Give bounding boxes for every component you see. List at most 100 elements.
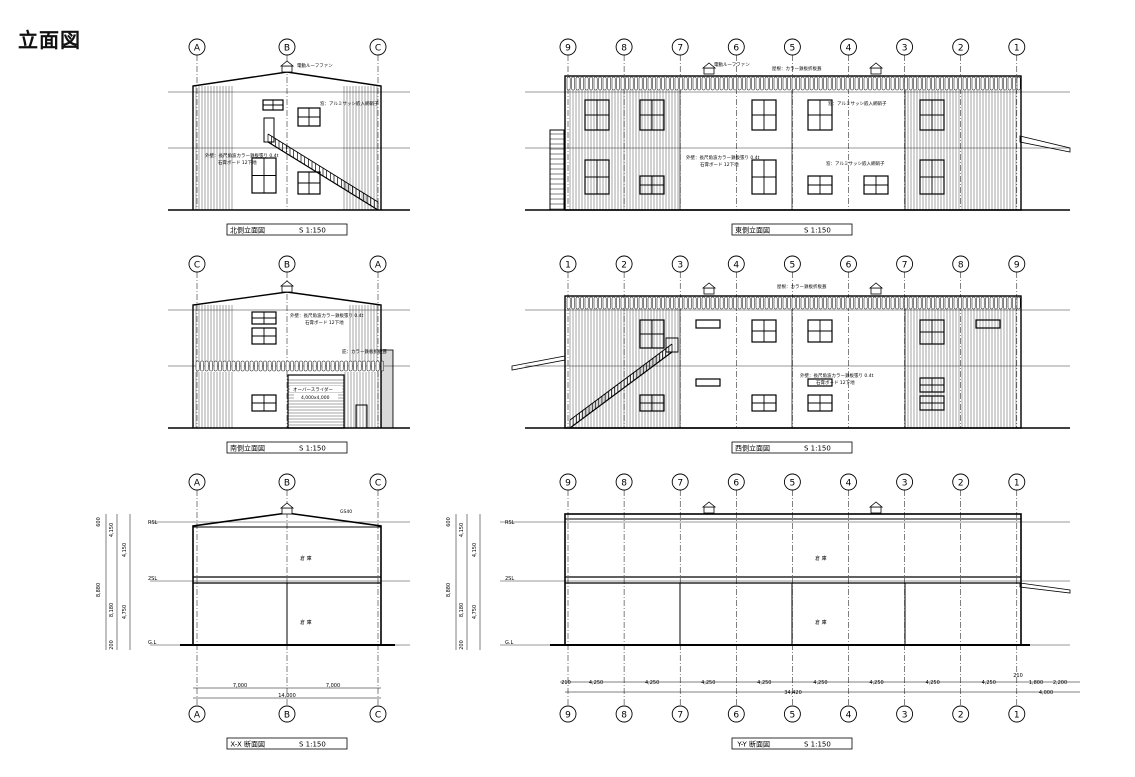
eave-rib bbox=[827, 76, 832, 91]
eave-rib bbox=[998, 296, 1003, 310]
grid-bubble-circle bbox=[369, 705, 387, 723]
canopy-rib bbox=[348, 360, 353, 372]
window bbox=[297, 171, 321, 195]
grid-bubble-9: 9 bbox=[1008, 255, 1026, 428]
panel-title: X-X 断面図 bbox=[230, 740, 265, 749]
eave-rib bbox=[755, 76, 760, 91]
eave-rib bbox=[886, 296, 890, 310]
grid-bubble-label: A bbox=[375, 261, 382, 271]
grid-bubble-label: C bbox=[375, 711, 381, 721]
roof-fan-icon bbox=[868, 501, 884, 514]
eave-rib bbox=[656, 76, 661, 91]
roof-fan-icon bbox=[279, 502, 295, 515]
eave-rib bbox=[715, 296, 719, 310]
exterior-stair bbox=[267, 133, 379, 211]
eave-rib bbox=[715, 76, 719, 91]
grid-bubble-label: 1 bbox=[565, 261, 571, 271]
grid-bubble-label: 8 bbox=[621, 44, 627, 54]
upper-door bbox=[263, 117, 275, 143]
grid-bubble-circle bbox=[559, 705, 577, 723]
eave-rib bbox=[742, 296, 746, 310]
window-frame bbox=[975, 319, 1001, 329]
grid-bubble-label: 2 bbox=[958, 711, 964, 721]
eave-rib bbox=[922, 296, 926, 310]
eave-rib bbox=[656, 296, 661, 310]
eave-rib bbox=[1007, 296, 1012, 310]
note-text: 庇：カラー鉄板折板葺 bbox=[342, 348, 387, 355]
eave-rib bbox=[868, 76, 872, 91]
eave-rib bbox=[701, 76, 706, 91]
eave-rib bbox=[904, 296, 908, 310]
eave-rib bbox=[634, 76, 638, 91]
canopy-rib bbox=[272, 360, 276, 372]
dimension-text: 4,250 bbox=[813, 680, 827, 686]
eave-rib bbox=[832, 76, 836, 91]
window-frame bbox=[695, 378, 721, 387]
eave-rib bbox=[679, 76, 683, 91]
eave-rib bbox=[679, 296, 683, 310]
window bbox=[919, 319, 945, 345]
eave-rib bbox=[913, 76, 917, 91]
canopy-rib bbox=[218, 360, 222, 372]
eave-rib bbox=[625, 76, 629, 91]
grid-bubble-label: 6 bbox=[733, 711, 739, 721]
eave-rib bbox=[661, 76, 665, 91]
eave-rib bbox=[886, 76, 890, 91]
roof-eave-corrugation bbox=[566, 76, 1021, 91]
window bbox=[639, 99, 665, 131]
grid-bubble-label: 4 bbox=[846, 44, 852, 54]
window bbox=[584, 159, 610, 195]
eave-rib bbox=[895, 296, 899, 310]
eave-rib bbox=[985, 76, 989, 91]
eave-rib bbox=[845, 296, 850, 310]
roof-fan-body bbox=[870, 287, 882, 295]
roof-fan-body bbox=[703, 67, 715, 75]
grid-bubble-label: 1 bbox=[1014, 44, 1020, 54]
eave-rib bbox=[836, 296, 841, 310]
wall-corrugation bbox=[904, 309, 1017, 428]
eave-rib bbox=[746, 296, 751, 310]
eave-rib bbox=[625, 296, 629, 310]
dimension-text: 4,150 bbox=[109, 523, 115, 537]
grid-bubble-4: 4 bbox=[840, 38, 857, 210]
eave-rib bbox=[1003, 296, 1007, 310]
level-label: RSL bbox=[148, 520, 158, 526]
note-text: 外壁：長尺角波カラー鉄板張り 0.4t bbox=[800, 372, 874, 379]
note-text: 石膏ボード 12下地 bbox=[700, 161, 739, 168]
note-text: 石膏ボード 12下地 bbox=[218, 159, 257, 166]
eave-rib bbox=[580, 76, 584, 91]
dimension-text: 7,000 bbox=[326, 683, 340, 689]
grid-bubble-5: 5 bbox=[783, 255, 801, 428]
canopy-rib bbox=[209, 360, 213, 372]
window-frame bbox=[695, 319, 721, 329]
eave-rib bbox=[1003, 76, 1007, 91]
eave-rib bbox=[800, 76, 805, 91]
grid-bubble-label: B bbox=[284, 479, 290, 489]
canopy-rib bbox=[227, 360, 231, 372]
eave-rib bbox=[593, 296, 598, 310]
window bbox=[639, 394, 665, 412]
panel-scale: S 1:150 bbox=[804, 445, 831, 453]
eave-rib bbox=[683, 296, 688, 310]
grid-bubble-label: 3 bbox=[677, 261, 683, 271]
grid-bubble-label: 5 bbox=[790, 44, 796, 54]
eave-rib bbox=[733, 76, 737, 91]
note-text: オーバースライダー bbox=[293, 386, 334, 393]
eave-rib bbox=[737, 76, 742, 91]
grid-bubble-circle bbox=[671, 705, 689, 723]
grid-bubble-label: 9 bbox=[565, 44, 571, 54]
dimension-text: 4,750 bbox=[472, 605, 478, 619]
eave-rib bbox=[935, 76, 940, 91]
grid-bubble-label: 5 bbox=[790, 479, 796, 489]
eave-rib bbox=[620, 296, 625, 310]
eave-rib bbox=[854, 76, 859, 91]
canopy-rib bbox=[344, 360, 348, 372]
eave-rib bbox=[791, 76, 796, 91]
eave-rib bbox=[850, 76, 854, 91]
eave-rib bbox=[989, 76, 994, 91]
room-label: 倉 庫 bbox=[815, 619, 827, 626]
eave-rib bbox=[598, 296, 602, 310]
